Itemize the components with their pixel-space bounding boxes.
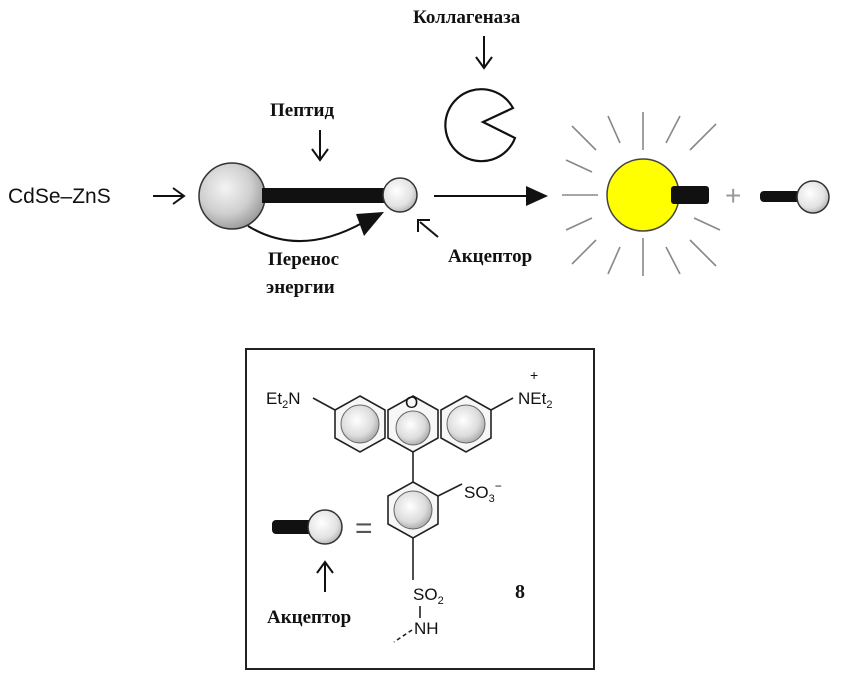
acceptor-label-bottom: Акцептор bbox=[267, 607, 351, 628]
released-acceptor-sphere bbox=[796, 180, 830, 214]
reaction-arrow bbox=[434, 186, 548, 206]
legend-acceptor-sphere bbox=[307, 509, 343, 545]
quantum-dot-sphere bbox=[198, 162, 266, 230]
left-amine-bond bbox=[312, 397, 336, 411]
glowing-quantum-dot bbox=[606, 158, 680, 232]
acceptor-structure-box bbox=[245, 348, 595, 670]
collagenase-enzyme-icon bbox=[444, 88, 517, 163]
amide-dangling-bond bbox=[393, 629, 413, 643]
released-fragment-linker bbox=[760, 191, 800, 202]
right-iminium-label: NEt2 bbox=[518, 389, 552, 411]
peptide-label: Пептид bbox=[270, 100, 334, 121]
acceptor-label-top: Акцептор bbox=[448, 246, 532, 267]
acceptor-pointer-arrow-top bbox=[417, 219, 439, 238]
sulfonyl-label: SO2 bbox=[413, 585, 444, 607]
peptide-linker bbox=[262, 188, 388, 203]
right-iminium-bond bbox=[490, 397, 514, 411]
sulfonate-label: SO3− bbox=[464, 479, 502, 505]
glow-rays bbox=[562, 112, 721, 276]
equals-sign: = bbox=[355, 512, 373, 545]
legend-acceptor-up-arrow bbox=[316, 560, 334, 592]
energy-transfer-arrow bbox=[247, 212, 384, 242]
amide-label: NH bbox=[414, 619, 439, 638]
collagenase-down-arrow bbox=[475, 36, 493, 70]
collagenase-label: Коллагеназа bbox=[413, 7, 521, 28]
left-amine-label: Et2N bbox=[266, 389, 300, 411]
peptide-down-arrow bbox=[311, 130, 329, 162]
compound-number-label: 8 bbox=[515, 581, 525, 603]
quantum-dot-pointer-arrow bbox=[153, 187, 186, 205]
ring-oxygen-label: O bbox=[405, 393, 418, 412]
energy-transfer-label-line1: Перенос bbox=[268, 249, 339, 270]
legend-acceptor-linker bbox=[272, 520, 316, 534]
quantum-dot-label: CdSe–ZnS bbox=[8, 185, 111, 208]
sulfophenyl-ring bbox=[387, 481, 439, 539]
plus-sign: + bbox=[725, 180, 741, 211]
right-charge-label: + bbox=[530, 367, 538, 383]
energy-transfer-label-line2: энергии bbox=[266, 277, 335, 298]
sulfonate-bond bbox=[437, 483, 463, 497]
peptide-fragment bbox=[671, 186, 709, 204]
acceptor-sphere-top bbox=[382, 177, 418, 213]
